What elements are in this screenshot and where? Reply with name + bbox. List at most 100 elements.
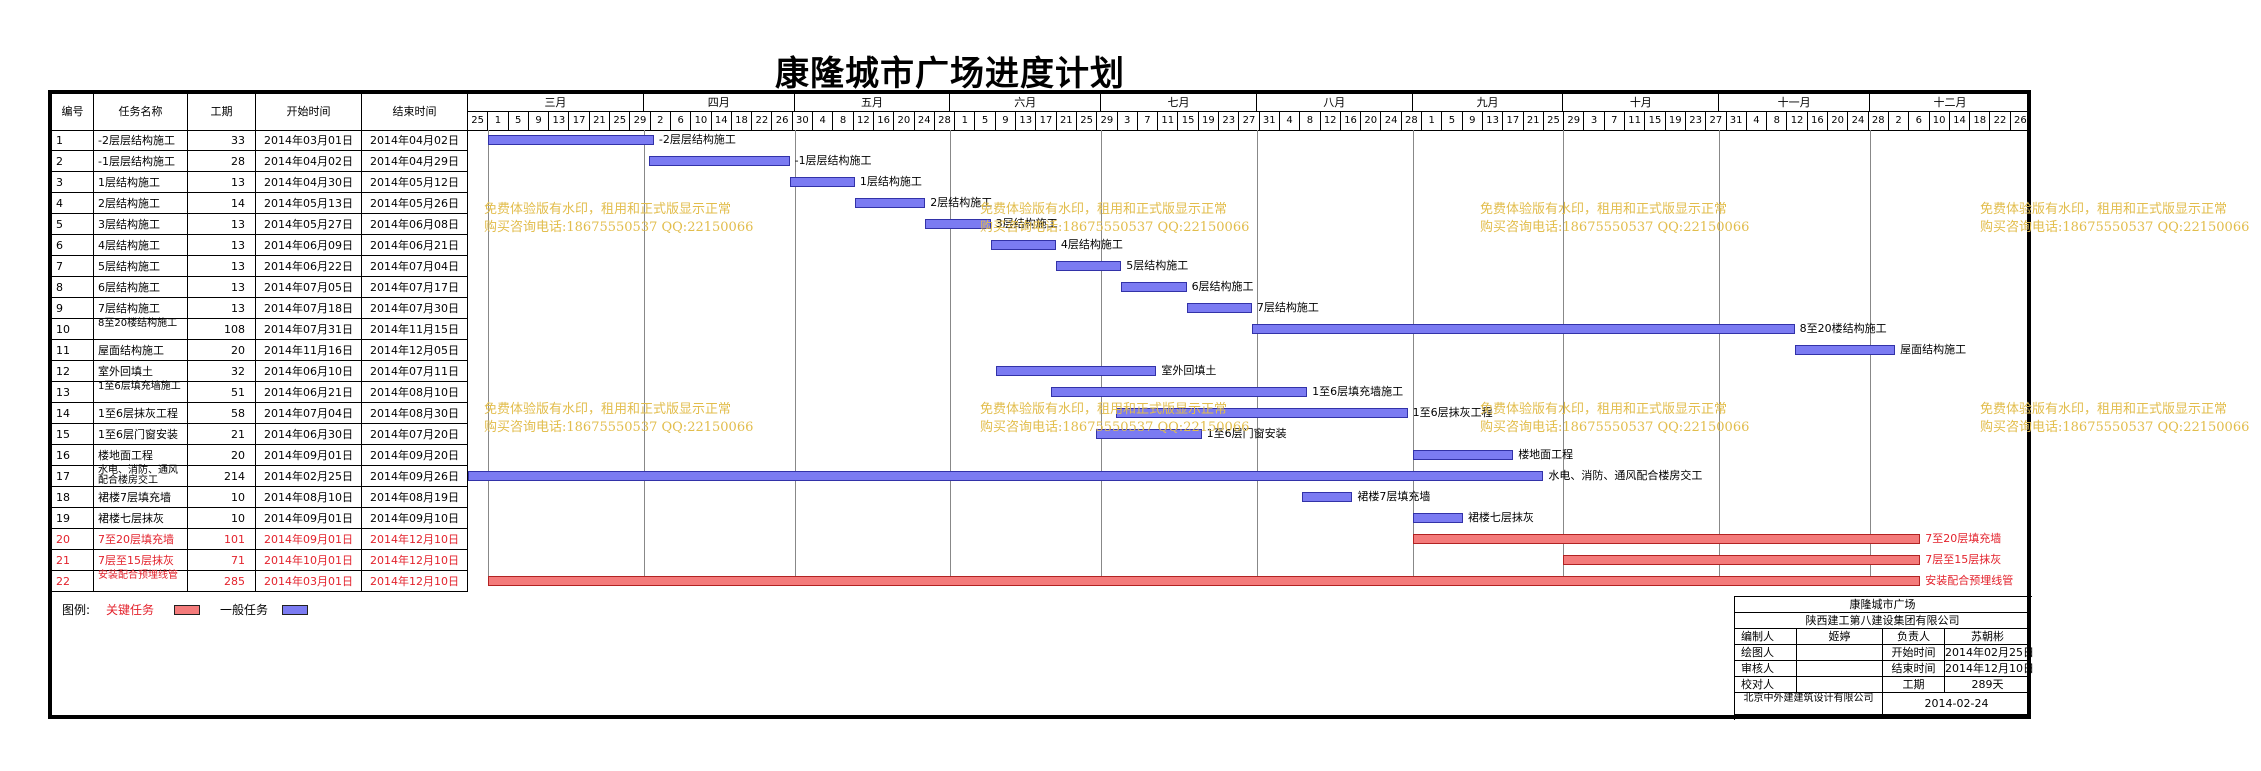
task-no: 20 bbox=[52, 529, 94, 550]
task-no: 3 bbox=[52, 172, 94, 193]
day-tick: 18 bbox=[1970, 112, 1991, 130]
day-tick: 9 bbox=[529, 112, 550, 130]
title-block-k2: 结束时间 bbox=[1883, 661, 1945, 677]
day-tick: 7 bbox=[1138, 112, 1159, 130]
task-start: 2014年02月25日 bbox=[256, 466, 362, 487]
task-bar[interactable] bbox=[648, 156, 790, 166]
day-tick: 8 bbox=[833, 112, 854, 130]
title-block-company: 陕西建工第八建设集团有限公司 bbox=[1735, 613, 2031, 629]
task-no: 14 bbox=[52, 403, 94, 424]
task-bar[interactable] bbox=[1302, 492, 1353, 502]
task-bar[interactable] bbox=[789, 177, 855, 187]
task-bar[interactable] bbox=[1412, 450, 1514, 460]
task-bar[interactable] bbox=[468, 471, 1544, 481]
day-tick: 25 bbox=[1077, 112, 1098, 130]
task-duration: 13 bbox=[188, 256, 256, 277]
task-bar[interactable] bbox=[488, 135, 654, 145]
day-tick: 2 bbox=[1889, 112, 1910, 130]
month-header: 十二月 bbox=[1869, 94, 2031, 112]
day-tick: 1 bbox=[1422, 112, 1443, 130]
critical-task-bar[interactable] bbox=[1563, 555, 1921, 565]
task-duration: 10 bbox=[188, 487, 256, 508]
task-duration: 32 bbox=[188, 361, 256, 382]
day-tick: 15 bbox=[1178, 112, 1199, 130]
task-bar[interactable] bbox=[990, 240, 1056, 250]
task-bar[interactable] bbox=[925, 219, 991, 229]
month-gridline bbox=[643, 130, 645, 585]
task-bar-label: 裙楼七层抹灰 bbox=[1467, 511, 1534, 524]
critical-task-bar[interactable] bbox=[1412, 534, 1921, 544]
page-title: 康隆城市广场进度计划 bbox=[775, 54, 1125, 94]
task-no: 10 bbox=[52, 319, 94, 340]
task-bar[interactable] bbox=[1251, 324, 1795, 334]
day-tick: 31 bbox=[1727, 112, 1747, 130]
critical-task-bar[interactable] bbox=[488, 576, 1921, 586]
task-duration: 108 bbox=[188, 319, 256, 340]
day-tick: 17 bbox=[1036, 112, 1057, 130]
task-bar[interactable] bbox=[854, 198, 926, 208]
legend-normal-swatch bbox=[282, 605, 308, 615]
task-name: 1至6层抹灰工程 bbox=[94, 403, 188, 424]
task-name: -2层层结构施工 bbox=[94, 130, 188, 151]
task-name: 1层结构施工 bbox=[94, 172, 188, 193]
day-tick: 13 bbox=[1483, 112, 1504, 130]
month-header: 九月 bbox=[1412, 94, 1564, 112]
task-bar[interactable] bbox=[1794, 345, 1896, 355]
task-duration: 101 bbox=[188, 529, 256, 550]
day-tick: 23 bbox=[1686, 112, 1707, 130]
day-tick: 14 bbox=[1950, 112, 1971, 130]
day-tick: 5 bbox=[509, 112, 529, 130]
task-start: 2014年09月01日 bbox=[256, 529, 362, 550]
day-tick: 28 bbox=[935, 112, 956, 130]
month-header: 十一月 bbox=[1719, 94, 1870, 112]
task-bar[interactable] bbox=[1116, 408, 1408, 418]
task-bar[interactable] bbox=[1096, 429, 1202, 439]
task-bar[interactable] bbox=[1121, 282, 1187, 292]
task-bar[interactable] bbox=[1055, 261, 1122, 271]
header-no: 编号 bbox=[52, 94, 94, 130]
task-end: 2014年06月08日 bbox=[362, 214, 468, 235]
day-tick: 13 bbox=[1016, 112, 1037, 130]
day-tick: 6 bbox=[1909, 112, 1930, 130]
day-tick: 24 bbox=[1381, 112, 1402, 130]
task-bar[interactable] bbox=[1412, 513, 1463, 523]
task-name: 7层至15层抹灰 bbox=[94, 550, 188, 571]
header-name: 任务名称 bbox=[94, 94, 188, 130]
title-block-k2: 负责人 bbox=[1883, 629, 1945, 645]
day-tick: 31 bbox=[1260, 112, 1280, 130]
task-duration: 13 bbox=[188, 235, 256, 256]
task-bar[interactable] bbox=[1050, 387, 1308, 397]
day-tick: 11 bbox=[1158, 112, 1179, 130]
month-header: 五月 bbox=[794, 94, 951, 112]
legend-normal-label: 一般任务 bbox=[220, 603, 269, 617]
task-start: 2014年09月01日 bbox=[256, 508, 362, 529]
task-end: 2014年05月26日 bbox=[362, 193, 468, 214]
task-bar[interactable] bbox=[995, 366, 1157, 376]
title-block-k2: 工期 bbox=[1883, 677, 1945, 693]
day-tick: 26 bbox=[2011, 112, 2031, 130]
task-bar[interactable] bbox=[1186, 303, 1252, 313]
